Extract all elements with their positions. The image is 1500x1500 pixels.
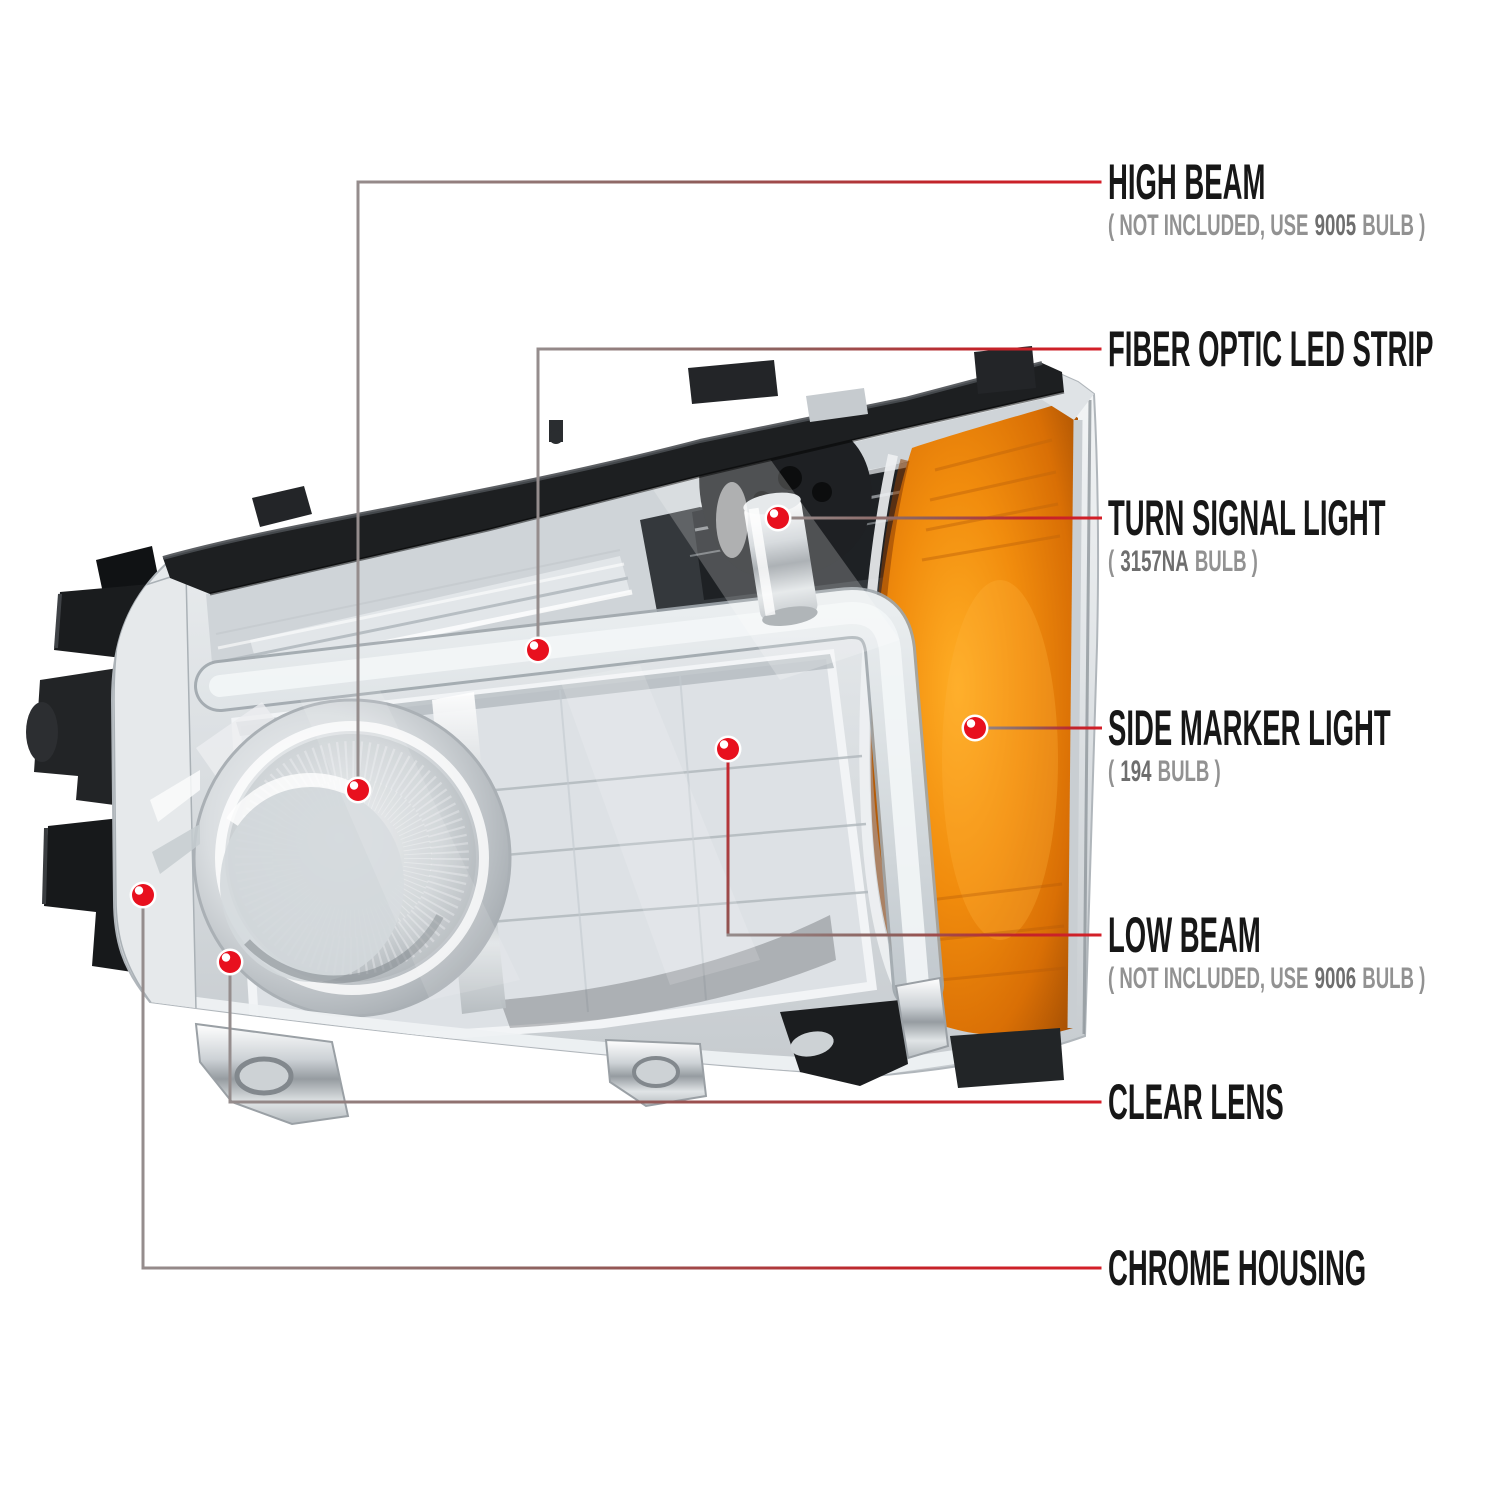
mounting-clips bbox=[252, 346, 1036, 527]
led-strip-bar bbox=[194, 587, 944, 1011]
glass-reflections bbox=[300, 445, 900, 1000]
callout-clear-lens: CLEAR LENS bbox=[1108, 1076, 1500, 1128]
mounting-brackets bbox=[194, 976, 1064, 1126]
callout-title: TURN SIGNAL LIGHT bbox=[1108, 490, 1386, 546]
top-trim bbox=[162, 361, 1065, 596]
callout-title: SIDE MARKER LIGHT bbox=[1108, 700, 1391, 756]
callout-title: HIGH BEAM bbox=[1108, 154, 1266, 210]
callout-title: FIBER OPTIC LED STRIP bbox=[1108, 321, 1434, 377]
callout-title: CHROME HOUSING bbox=[1108, 1240, 1367, 1296]
callout-title: CLEAR LENS bbox=[1108, 1074, 1284, 1130]
left-frame-band bbox=[113, 570, 200, 1011]
projector-lens bbox=[192, 692, 512, 1018]
callout-title: LOW BEAM bbox=[1108, 907, 1261, 963]
callout-chrome-housing: CHROME HOUSING bbox=[1108, 1242, 1500, 1294]
callout-fiber-optic-led-strip: FIBER OPTIC LED STRIP bbox=[1108, 323, 1500, 375]
